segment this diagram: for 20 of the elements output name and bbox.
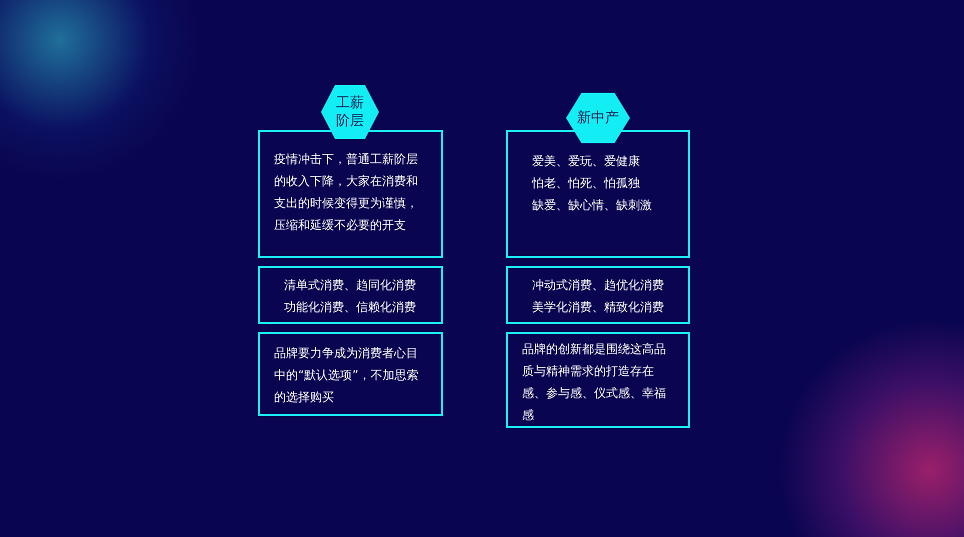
text-panel [506, 266, 690, 324]
panel-text: 功能化消费、信赖化消费 [284, 299, 417, 316]
panel-text: 品牌要力争成为消费者心目中的“默认选项”，不加思索的选择购买 [274, 345, 420, 406]
hexagon-badge [566, 92, 630, 144]
panel-text: 爱美、爱玩、爱健康 [532, 153, 641, 170]
panel-text: 美学化消费、精致化消费 [532, 299, 665, 316]
text-panel [258, 332, 443, 416]
panel-text: 缺爱、缺心情、缺刺激 [532, 197, 653, 214]
badge-title: 工薪阶层 [335, 94, 365, 130]
panel-text: 怕老、怕死、怕孤独 [532, 175, 641, 192]
text-panel [258, 266, 443, 324]
text-panel [506, 332, 690, 428]
badge-title: 新中产 [576, 109, 620, 127]
text-panel [506, 130, 690, 258]
panel-text: 疫情冲击下，普通工薪阶层的收入下降，大家在消费和支出的时候变得更为谨慎，压缩和延缓不必要的开支 [274, 151, 419, 234]
panel-text: 清单式消费、趋同化消费 [284, 277, 417, 294]
panel-text: 品牌的创新都是围绕这高品质与精神需求的打造存在感、参与感、仪式感、幸福感 [522, 341, 667, 424]
panel-text: 冲动式消费、趋优化消费 [532, 277, 665, 294]
hexagon-badge [321, 84, 379, 140]
text-panel [258, 130, 443, 258]
